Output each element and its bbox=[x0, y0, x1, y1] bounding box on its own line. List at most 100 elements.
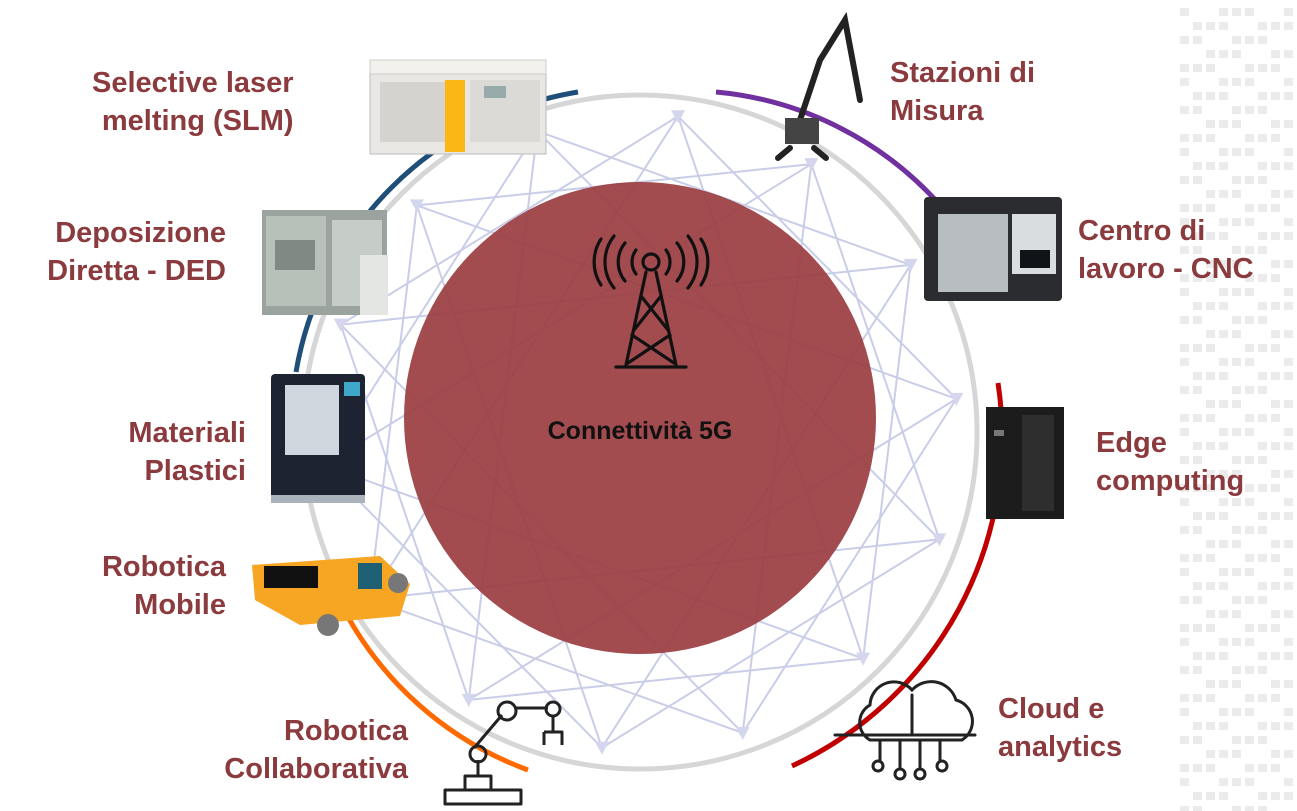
pattern-dot bbox=[1193, 442, 1202, 450]
pattern-dot bbox=[1193, 554, 1202, 562]
pattern-dot bbox=[1193, 204, 1202, 212]
pattern-dot bbox=[1258, 316, 1267, 324]
pattern-dot bbox=[1232, 78, 1241, 86]
pattern-dot bbox=[1193, 372, 1202, 380]
pattern-dot bbox=[1245, 78, 1254, 86]
pattern-dot bbox=[1258, 456, 1267, 464]
pattern-dot bbox=[1245, 414, 1254, 422]
pattern-dot bbox=[1193, 246, 1202, 254]
pattern-dot bbox=[1258, 36, 1267, 44]
pattern-dot bbox=[1219, 498, 1228, 506]
pattern-dot bbox=[1284, 120, 1293, 128]
mesh-node bbox=[903, 258, 918, 272]
pattern-dot bbox=[1271, 302, 1280, 310]
pattern-dot bbox=[1180, 316, 1189, 324]
pattern-dot bbox=[1180, 694, 1189, 702]
mesh-node bbox=[461, 693, 476, 707]
pattern-dot bbox=[1219, 288, 1228, 296]
mesh-node bbox=[735, 726, 750, 740]
pattern-dot bbox=[1180, 274, 1189, 282]
pattern-dot bbox=[1206, 484, 1215, 492]
pattern-dot bbox=[1180, 736, 1189, 744]
pattern-dot bbox=[1180, 554, 1189, 562]
pattern-dot bbox=[1180, 638, 1189, 646]
pattern-dot bbox=[1258, 176, 1267, 184]
pattern-dot bbox=[1180, 526, 1189, 534]
pattern-dot bbox=[1271, 722, 1280, 730]
pattern-dot bbox=[1271, 680, 1280, 688]
pattern-dot bbox=[1258, 344, 1267, 352]
pattern-dot bbox=[1245, 484, 1254, 492]
pattern-dot bbox=[1232, 176, 1241, 184]
pattern-dot bbox=[1271, 372, 1280, 380]
pattern-dot bbox=[1193, 232, 1202, 240]
pattern-dot bbox=[1193, 302, 1202, 310]
pattern-dot bbox=[1206, 92, 1215, 100]
pattern-dot bbox=[1258, 526, 1267, 534]
pattern-dot bbox=[1258, 442, 1267, 450]
pattern-dot bbox=[1245, 106, 1254, 114]
pattern-dot bbox=[1206, 792, 1215, 800]
pattern-dot bbox=[1180, 764, 1189, 772]
mesh-node bbox=[409, 199, 424, 213]
pattern-dot bbox=[1232, 610, 1241, 618]
pattern-dot bbox=[1206, 582, 1215, 590]
pattern-dot bbox=[1284, 540, 1293, 548]
pattern-dot bbox=[1193, 134, 1202, 142]
pattern-dot bbox=[1232, 36, 1241, 44]
pattern-dot bbox=[1232, 106, 1241, 114]
pattern-dot bbox=[1258, 302, 1267, 310]
pattern-dot bbox=[1245, 358, 1254, 366]
pattern-dot bbox=[1258, 512, 1267, 520]
pattern-dot bbox=[1219, 778, 1228, 786]
pattern-dot bbox=[1245, 36, 1254, 44]
pattern-dot bbox=[1180, 666, 1189, 674]
pattern-dot bbox=[1180, 708, 1189, 716]
decorative-dot-pattern bbox=[1180, 8, 1293, 811]
pattern-dot bbox=[1258, 386, 1267, 394]
pattern-dot bbox=[1193, 36, 1202, 44]
pattern-dot bbox=[1180, 624, 1189, 632]
pattern-dot bbox=[1219, 8, 1228, 16]
pattern-dot bbox=[1219, 708, 1228, 716]
pattern-dot bbox=[1271, 64, 1280, 72]
pattern-dot bbox=[1180, 484, 1189, 492]
pattern-dot bbox=[1284, 218, 1293, 226]
pattern-dot bbox=[1219, 22, 1228, 30]
pattern-dot bbox=[1284, 148, 1293, 156]
pattern-dot bbox=[1206, 694, 1215, 702]
mesh-node bbox=[804, 158, 819, 172]
pattern-dot bbox=[1180, 134, 1189, 142]
pattern-dot bbox=[1232, 526, 1241, 534]
arc-purple bbox=[715, 89, 942, 207]
pattern-dot bbox=[1232, 316, 1241, 324]
mesh-link bbox=[741, 398, 958, 734]
pattern-dot bbox=[1193, 582, 1202, 590]
plastic-3d-printer bbox=[271, 374, 365, 503]
pattern-dot bbox=[1258, 652, 1267, 660]
pattern-dot bbox=[1232, 498, 1241, 506]
pattern-dot bbox=[1258, 722, 1267, 730]
mesh-link bbox=[601, 538, 940, 749]
pattern-dot bbox=[1245, 596, 1254, 604]
pattern-dot bbox=[1180, 456, 1189, 464]
mesh-link bbox=[368, 205, 418, 600]
cloud-brain-icon bbox=[833, 680, 977, 781]
pattern-dot bbox=[1245, 806, 1254, 811]
pattern-dot bbox=[1206, 722, 1215, 730]
pattern-dot bbox=[1284, 232, 1293, 240]
pattern-dot bbox=[1284, 372, 1293, 380]
pattern-dot bbox=[1258, 22, 1267, 30]
pattern-dot bbox=[1193, 274, 1202, 282]
pattern-dot bbox=[1193, 666, 1202, 674]
pattern-dot bbox=[1284, 680, 1293, 688]
pattern-dot bbox=[1245, 764, 1254, 772]
pattern-dot bbox=[1232, 190, 1241, 198]
pattern-dot bbox=[1232, 736, 1241, 744]
pattern-dot bbox=[1219, 120, 1228, 128]
pattern-dot bbox=[1219, 540, 1228, 548]
pattern-dot bbox=[1284, 162, 1293, 170]
